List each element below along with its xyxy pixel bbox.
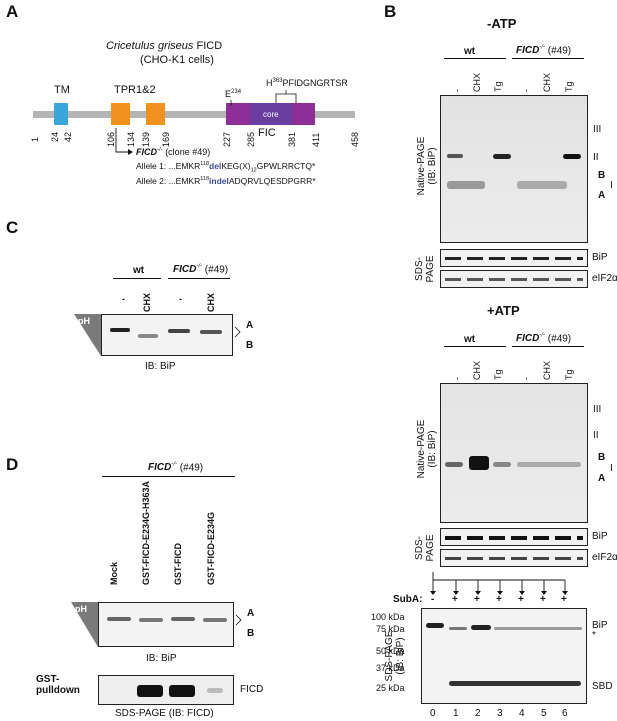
- wt-header-top: wt: [464, 46, 476, 57]
- marker-25: 25 kDa: [376, 683, 405, 693]
- tpr-label: TPR1&2: [114, 84, 156, 96]
- lane-num-0: 0: [430, 708, 436, 719]
- minus-atp-title: -ATP: [487, 16, 517, 31]
- c-lane-3: -: [179, 294, 182, 304]
- band-i-bottom: I: [610, 463, 613, 474]
- suba-4: +: [518, 594, 524, 605]
- panel-a-subtitle: (CHO-K1 cells): [140, 54, 214, 66]
- d-band-b: B: [247, 628, 255, 639]
- allele-1: Allele 1: ...EMKR118delKEG(X)12GPWLRRCTQ…: [136, 161, 316, 174]
- band-ii-top: II: [593, 152, 599, 163]
- bip-blot-plus-atp: [440, 528, 588, 546]
- eif-blot-plus-atp: [440, 549, 588, 567]
- suba-label: SubA:: [393, 594, 423, 605]
- fic-label: FIC: [258, 127, 276, 139]
- eif-label-top: eIF2α: [592, 273, 617, 284]
- band-iii-bottom: III: [593, 404, 602, 415]
- native-blot-plus-atp: [440, 383, 588, 523]
- lane-num-2: 2: [475, 708, 481, 719]
- protein-bar: [33, 111, 355, 118]
- c-wt-header: wt: [133, 265, 145, 276]
- band-b-top: B: [598, 170, 606, 181]
- h363-label: H363PFIDGNGRTSR: [266, 78, 348, 88]
- tpr2-domain: [146, 103, 165, 125]
- asterisk: *: [592, 630, 596, 641]
- lane-num-5: 5: [541, 708, 547, 719]
- panel-a-letter: A: [6, 2, 19, 21]
- bip-label-top: BiP: [592, 252, 608, 263]
- band-a-bottom: A: [598, 473, 606, 484]
- band-a-top: A: [598, 190, 606, 201]
- d-sds-label: SDS-PAGE (IB: FICD): [115, 708, 214, 719]
- wt-header-bottom: wt: [464, 334, 476, 345]
- panel-a-title: Cricetulus griseus FICD: [106, 40, 222, 52]
- c-band-a: A: [246, 320, 254, 331]
- band-b-bottom: B: [598, 452, 606, 463]
- species-name: Cricetulus griseus: [106, 40, 194, 52]
- suba-0: -: [431, 594, 435, 605]
- suba-1: +: [452, 594, 458, 605]
- e234-label: E234: [225, 89, 242, 99]
- d-gst-label: GST-pulldown: [36, 674, 80, 696]
- lane-num-1: 1: [453, 708, 459, 719]
- plus-atp-title: +ATP: [487, 303, 520, 318]
- eif-blot-minus-atp: [440, 270, 588, 288]
- suba-3: +: [496, 594, 502, 605]
- c-band-b: B: [246, 340, 254, 351]
- lane-num-4: 4: [519, 708, 525, 719]
- c-ficd-header: FICD-/- (#49): [173, 264, 229, 276]
- sbd-label: SBD: [592, 681, 613, 692]
- panel-d-letter: D: [6, 455, 19, 474]
- lane-num-6: 6: [562, 708, 568, 719]
- band-ii-bottom: II: [593, 430, 599, 441]
- protein-name: FICD: [196, 40, 223, 52]
- suba-5: +: [540, 594, 546, 605]
- tm-domain: [54, 103, 68, 125]
- d-bip-blot: [98, 602, 234, 647]
- bip-label-suba: BiP: [592, 620, 608, 631]
- eif-label-bottom: eIF2α: [592, 552, 617, 563]
- suba-2: +: [474, 594, 480, 605]
- core-label: core: [263, 110, 279, 119]
- ficd-header-bottom: FICD-/- (#49): [516, 333, 572, 345]
- d-ficd-band-label: FICD: [240, 684, 264, 695]
- d-ph-label: pH: [75, 604, 87, 614]
- c-ph-label: pH: [78, 316, 90, 326]
- panel-b-letter: B: [384, 2, 397, 21]
- suba-sds-blot: [421, 608, 587, 704]
- c-blot: [101, 314, 233, 356]
- d-band-a: A: [247, 608, 255, 619]
- marker-50: 50 kDa: [376, 646, 405, 656]
- allele-2: Allele 2: ...EMKR118indelADQRVLQESDPGRR*: [136, 176, 316, 186]
- core-domain: [250, 103, 292, 125]
- d-ib-label: IB: BiP: [146, 653, 177, 664]
- ficd-header-top: FICD-/- (#49): [516, 45, 572, 57]
- marker-75: 75 kDa: [376, 624, 405, 634]
- native-blot-minus-atp: [440, 95, 588, 243]
- panel-c-letter: C: [6, 218, 19, 237]
- marker-100: 100 kDa: [371, 612, 405, 622]
- lane-num-3: 3: [497, 708, 503, 719]
- tm-label: TM: [54, 84, 70, 96]
- d-ficd-header: FICD-/- (#49): [148, 462, 204, 474]
- clone-label: FICD-/- (clone #49): [136, 147, 211, 157]
- band-iii-top: III: [593, 124, 602, 135]
- band-i-top: I: [610, 180, 613, 191]
- bip-blot-minus-atp: [440, 249, 588, 267]
- tpr1-domain: [111, 103, 130, 125]
- c-lane-1: -: [122, 294, 125, 304]
- d-ficd-blot: [98, 675, 234, 705]
- marker-37: 37 kDa: [376, 663, 405, 673]
- suba-6: +: [561, 594, 567, 605]
- bip-label-bottom: BiP: [592, 531, 608, 542]
- c-ib-label: IB: BiP: [145, 361, 176, 372]
